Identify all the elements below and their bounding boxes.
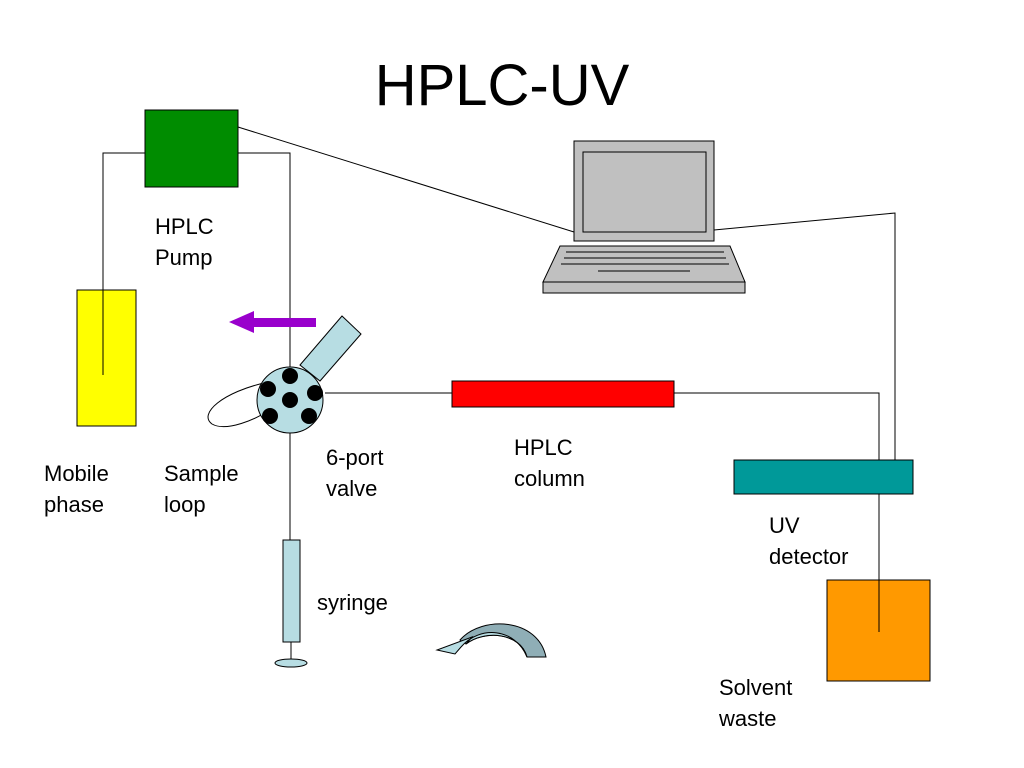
hplc-column: [451, 380, 675, 408]
pump-to-valve-line: [238, 152, 291, 368]
left-arrow-icon: [229, 311, 316, 333]
valve-port: [301, 408, 317, 424]
valve-port: [307, 385, 323, 401]
injection-port-handle: [299, 315, 362, 382]
syringe-plunger-head: [274, 658, 308, 668]
syringe-barrel: [282, 539, 301, 643]
syringe: [274, 539, 308, 668]
laptop-icon: [542, 140, 746, 294]
column-to-detector-line: [674, 392, 880, 460]
mobile-phase-bottle: [76, 289, 137, 427]
valve-port: [282, 392, 298, 408]
computer-to-detector-line: [713, 212, 896, 460]
valve-port: [262, 408, 278, 424]
valve-port: [282, 368, 298, 384]
syringe-label: syringe: [317, 590, 388, 615]
pump-to-computer-line: [237, 126, 575, 233]
six-port-valve: [256, 366, 324, 434]
connection-lines: [102, 126, 896, 632]
hplc-pump-box: [144, 109, 239, 188]
page-title: HPLC-UV: [374, 53, 630, 118]
valve-port: [260, 381, 276, 397]
uv-detector: [733, 459, 914, 495]
curved-arrow-icon: [435, 623, 547, 658]
sample-loop-line: [207, 381, 273, 428]
